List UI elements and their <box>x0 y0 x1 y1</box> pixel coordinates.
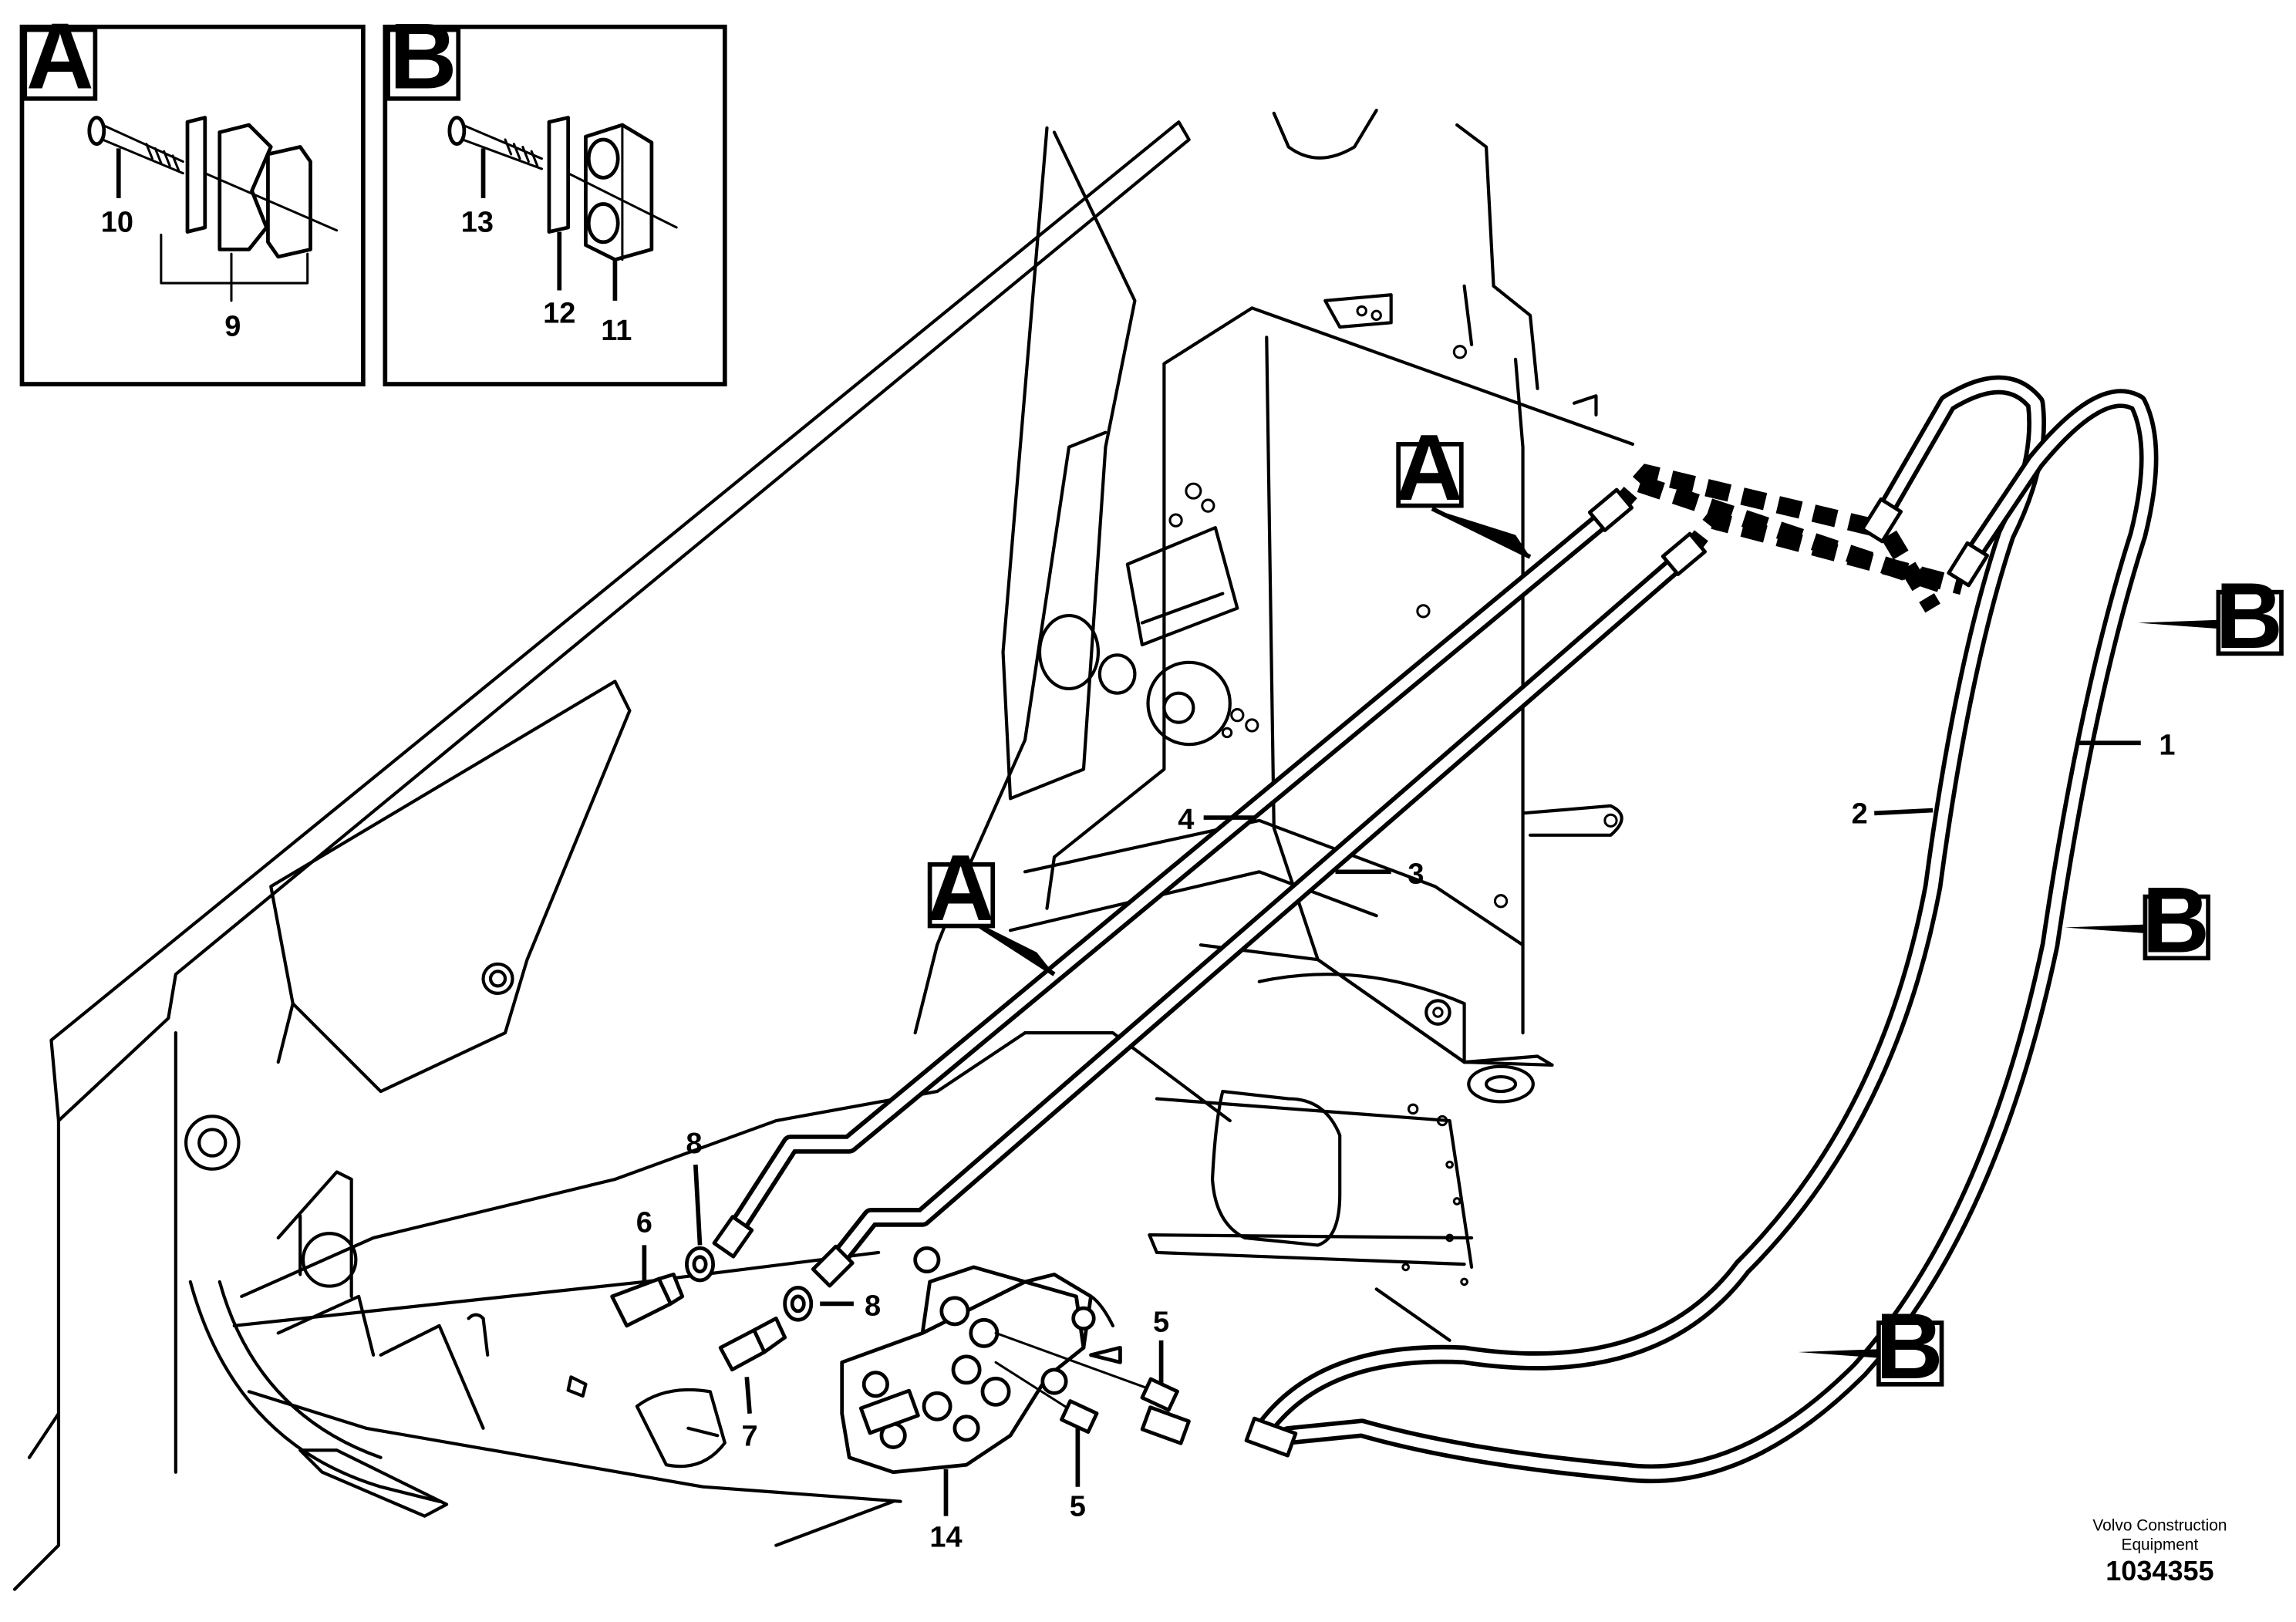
detail-a-label: A <box>26 4 94 109</box>
leader-lines <box>642 506 2219 1516</box>
callout-12: 12 <box>543 297 575 329</box>
callout-3: 3 <box>1408 858 1424 890</box>
callout-7: 7 <box>742 1421 758 1453</box>
callout-10: 10 <box>101 207 133 239</box>
drawing-number: 1034355 <box>2106 1555 2213 1587</box>
callout-1: 1 <box>2159 729 2175 761</box>
callout-5-upper: 5 <box>1153 1306 1169 1338</box>
marker-a-2: A <box>927 835 995 940</box>
callout-4: 4 <box>1178 804 1194 836</box>
footer: Volvo Construction Equipment 1034355 <box>2092 1517 2227 1587</box>
marker-b-2: B <box>2142 868 2210 973</box>
detail-b-label: B <box>389 4 457 109</box>
control-valve <box>840 1246 1179 1475</box>
detail-view-a: A <box>19 4 366 386</box>
adapters <box>610 1246 814 1372</box>
credit-line-1: Volvo Construction <box>2092 1517 2227 1535</box>
callout-6: 6 <box>636 1206 652 1239</box>
callout-9: 9 <box>224 310 241 342</box>
marker-b-1: B <box>2215 563 2283 668</box>
hydraulic-hoses <box>712 375 2159 1484</box>
callout-2: 2 <box>1852 798 1868 831</box>
hose-1 <box>1279 389 2159 1484</box>
marker-a-1: A <box>1395 415 1463 520</box>
callout-8-upper: 8 <box>686 1128 702 1160</box>
callout-13: 13 <box>461 207 494 239</box>
section-markers: A A B B B <box>927 415 2284 1398</box>
callout-5-lower: 5 <box>1070 1491 1086 1523</box>
callout-8-lower: 8 <box>865 1290 881 1323</box>
detail-view-b: B <box>383 4 727 386</box>
callout-11: 11 <box>601 315 632 347</box>
credit-line-2: Equipment <box>2122 1536 2199 1553</box>
marker-b-3: B <box>1876 1293 1944 1398</box>
part-callouts: 10 9 13 12 11 1 2 3 4 5 5 6 7 8 8 14 <box>101 207 2176 1554</box>
callout-14: 14 <box>929 1522 962 1554</box>
